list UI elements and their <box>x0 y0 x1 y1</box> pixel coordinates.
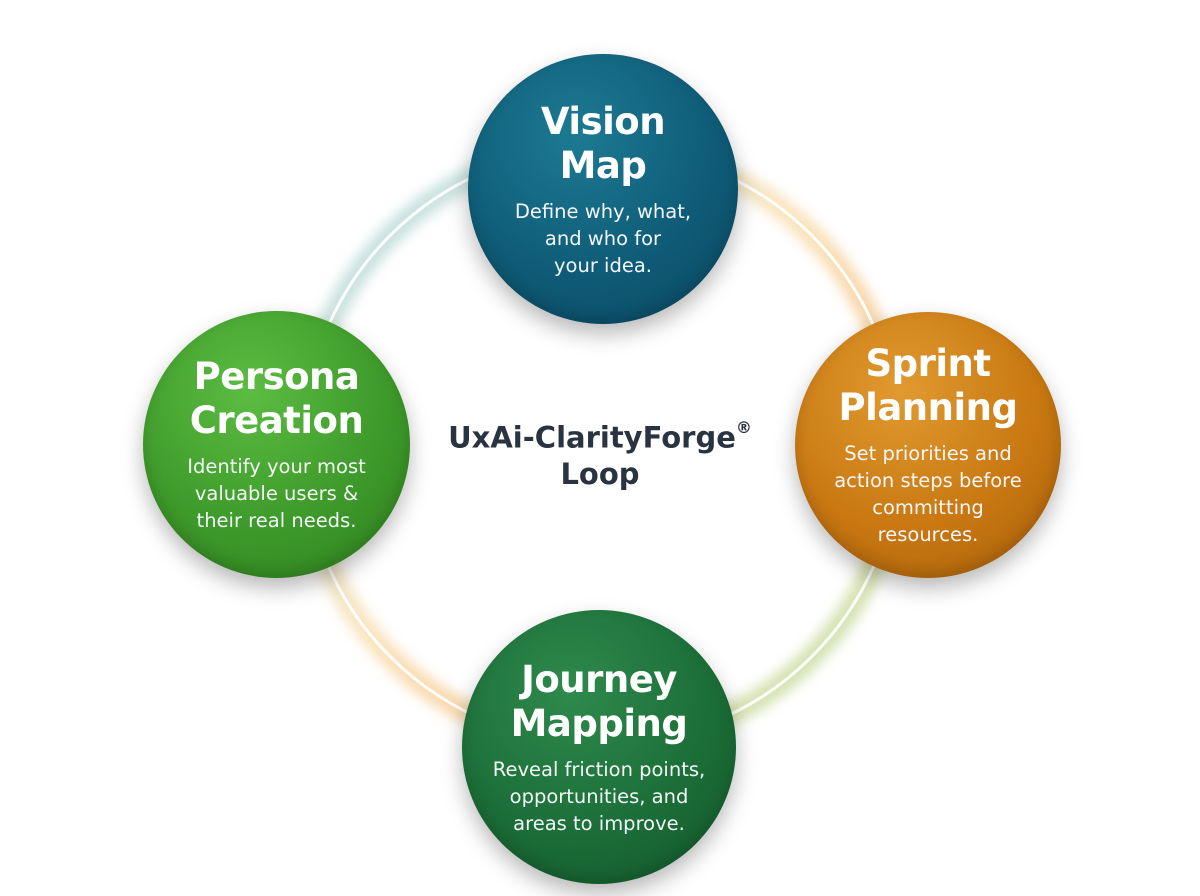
center-title-line-1: UxAi-ClarityForge® <box>425 414 775 456</box>
node-vision-description: Define why, what, and who for your idea. <box>514 199 692 277</box>
node-journey-title: Journey Mapping <box>510 657 688 745</box>
registered-mark: ® <box>735 418 752 437</box>
node-sprint-planning: Sprint Planning Set priorities and actio… <box>795 312 1061 578</box>
node-vision-title: Vision Map <box>540 99 666 187</box>
center-title-suffix: Loop <box>560 456 640 491</box>
node-journey-mapping: Journey Mapping Reveal friction points, … <box>462 610 736 884</box>
center-title-name: UxAi-ClarityForge <box>448 420 736 455</box>
center-title: UxAi-ClarityForge® Loop <box>425 414 775 492</box>
node-sprint-description: Set priorities and action steps before c… <box>834 442 1022 546</box>
node-persona-title: Persona Creation <box>189 355 364 442</box>
node-persona-description: Identify your most valuable users & thei… <box>187 455 366 532</box>
node-vision-map: Vision Map Define why, what, and who for… <box>468 54 738 324</box>
node-journey-description: Reveal friction points, opportunities, a… <box>492 757 706 835</box>
node-sprint-title: Sprint Planning <box>838 342 1018 429</box>
node-persona-creation: Persona Creation Identify your most valu… <box>143 311 410 578</box>
